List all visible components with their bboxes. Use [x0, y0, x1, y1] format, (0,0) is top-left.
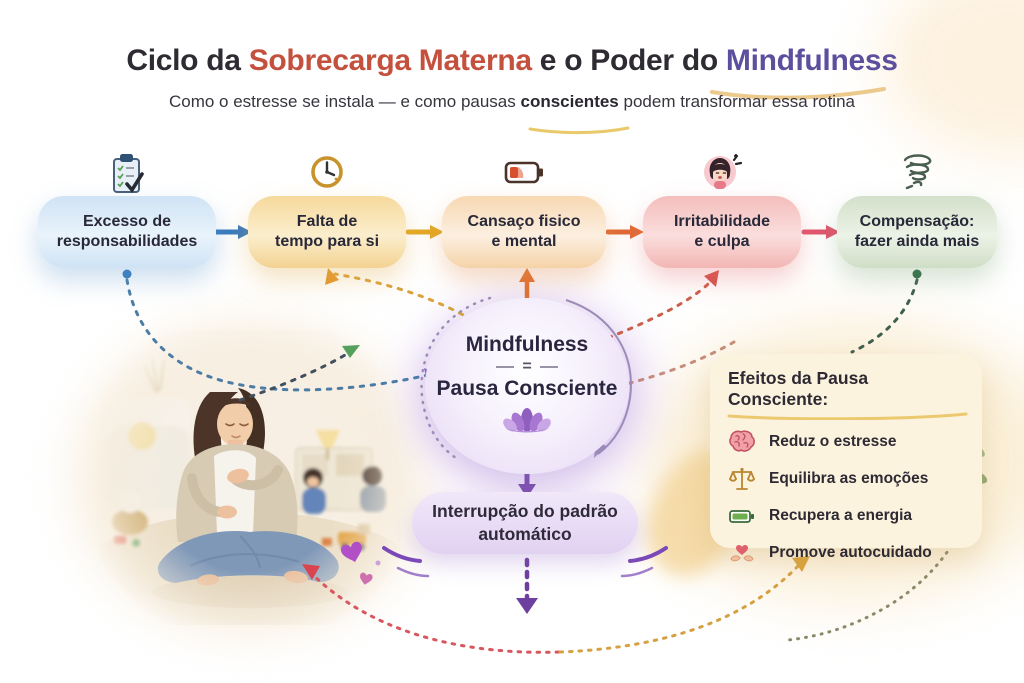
hands-heart-icon	[728, 539, 756, 567]
step-label-line1: Irritabilidade	[673, 212, 771, 230]
effect-label: Recupera a energia	[769, 507, 913, 524]
interruption-line1: Interrupção do padrão	[432, 501, 618, 522]
bottom-arc-gold	[558, 564, 800, 654]
interruption-line2: automático	[478, 524, 572, 544]
equals-dash	[496, 366, 515, 368]
effect-item-autocuidado: Promove autocuidado	[728, 538, 982, 568]
low-battery-icon	[500, 150, 548, 198]
step-label-line1: Cansaço fisico	[467, 212, 581, 230]
cycle-step-irritabilidade: Irritabilidade e culpa	[643, 153, 801, 268]
meditating-mother-photo	[75, 330, 425, 652]
lotus-icon	[501, 404, 553, 439]
flow-dot-blue	[122, 269, 132, 279]
balance-scale-icon	[728, 465, 756, 493]
subtitle-bold: conscientes	[520, 92, 619, 111]
equals-sign: =	[522, 358, 532, 375]
page-subtitle: Como o estresse se instala — e como paus…	[0, 92, 1024, 112]
effect-item-energia: Recupera a energia	[728, 501, 982, 531]
cycle-step-falta-tempo: Falta de tempo para si	[248, 156, 406, 268]
effect-item-emocoes: Equilibra as emoções	[728, 464, 982, 494]
tornado-icon	[893, 150, 941, 198]
full-battery-icon	[728, 502, 756, 530]
cycle-step-cansaco: Cansaço fisico e mental	[442, 161, 606, 268]
equals-dash	[539, 366, 558, 368]
meditating-mother-illustration	[75, 330, 425, 652]
step-label-line2: fazer ainda mais	[854, 233, 980, 250]
effects-panel: Efeitos da Pausa Consciente: Reduz o est…	[710, 354, 982, 562]
dashed-curve-box5-down	[850, 278, 919, 354]
title-highlight-sobrecarga: Sobrecarga Materna	[248, 44, 532, 77]
title-part2: e o Poder do	[539, 44, 718, 77]
effect-label: Reduz o estresse	[769, 433, 897, 450]
effect-label: Equilibra as emoções	[769, 470, 929, 487]
cycle-step-compensacao: Compensação: fazer ainda mais	[837, 154, 997, 268]
step-label-line1: Excesso de	[82, 212, 172, 230]
effect-label: Promove autocuidado	[769, 544, 932, 561]
effect-item-estresse: Reduz o estresse	[728, 427, 982, 457]
subtitle-part2: podem transformar essa rotina	[623, 92, 856, 111]
step-label-line2: tempo para si	[274, 233, 380, 250]
circle-line2: Pausa Consciente	[436, 377, 618, 400]
brain-icon	[728, 428, 756, 456]
effects-title-underline	[727, 412, 968, 420]
title-highlight-mindfulness: Mindfulness	[725, 44, 898, 77]
title-part1: Ciclo da	[126, 44, 241, 77]
page-title: Ciclo da Sobrecarga Materna e o Poder do…	[0, 44, 1024, 78]
mindfulness-circle: Mindfulness = Pausa Consciente	[425, 298, 629, 474]
step-label-line2: e culpa	[694, 233, 750, 250]
dashed-curve-circle-to-box2	[333, 272, 474, 322]
stressed-woman-icon	[698, 150, 746, 198]
step-label-line1: Compensação:	[859, 212, 975, 230]
subtitle-part1: Como o estresse se instala — e como paus…	[168, 92, 516, 111]
checklist-clipboard-icon	[103, 150, 151, 198]
circle-line1: Mindfulness	[465, 333, 589, 356]
interruption-box: Interrupção do padrão automático	[412, 492, 638, 554]
equals-row: =	[496, 358, 558, 376]
dashed-curve-circle-to-box4	[596, 278, 714, 344]
cycle-step-excesso: Excesso de responsabilidades	[38, 154, 216, 268]
step-label-line2: e mental	[491, 233, 557, 250]
flow-dot-green	[912, 269, 922, 279]
step-label-line2: responsabilidades	[56, 233, 198, 250]
effects-title: Efeitos da Pausa Consciente:	[728, 368, 869, 409]
clock-icon	[303, 150, 351, 198]
header: Ciclo da Sobrecarga Materna e o Poder do…	[0, 0, 1024, 112]
step-label-line1: Falta de	[296, 212, 358, 230]
